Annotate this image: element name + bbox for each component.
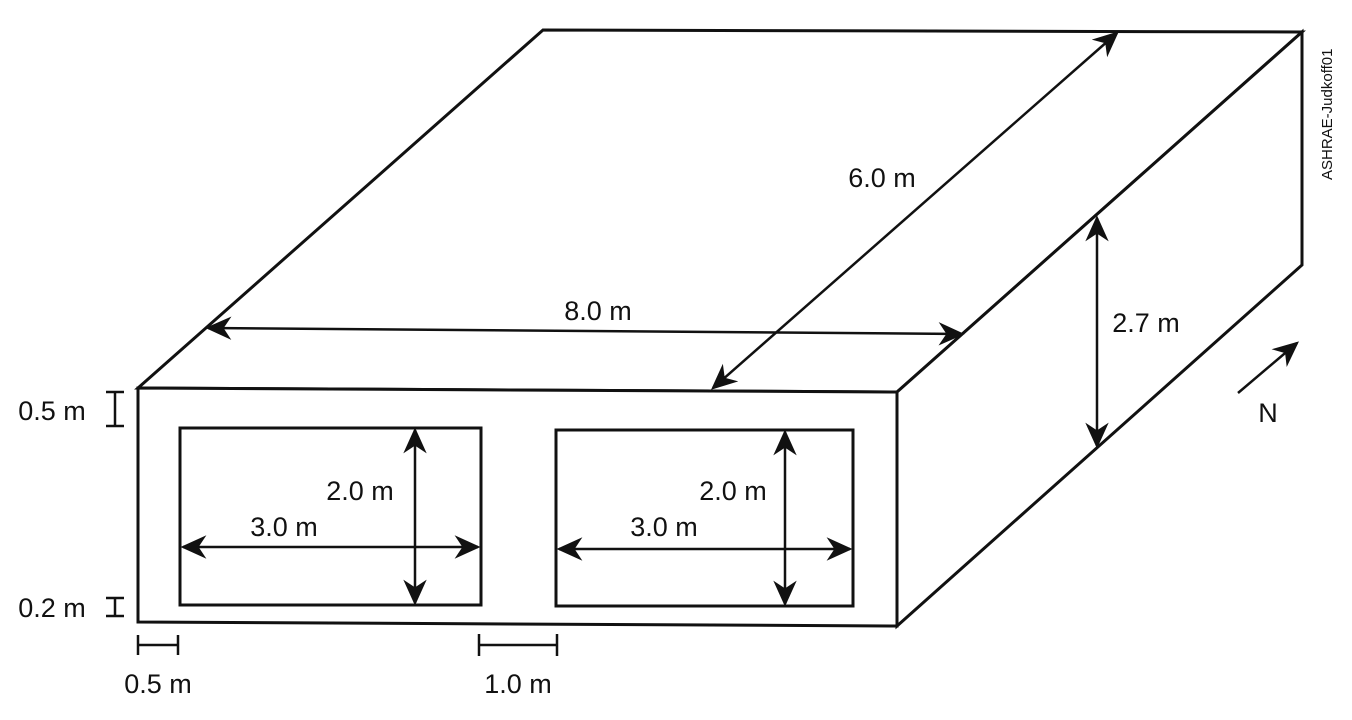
window-right-width-label: 3.0 m (630, 512, 698, 542)
north-label: N (1258, 398, 1278, 428)
depth-label: 6.0 m (848, 163, 916, 193)
sill-height-marker (106, 390, 124, 428)
window-spacing-label: 1.0 m (484, 669, 552, 699)
window-left-width-label: 3.0 m (250, 512, 318, 542)
head-gap-marker (106, 596, 124, 618)
depth-dimension-line (711, 31, 1119, 390)
figure-credit: ASHRAE-Judkoff01 (1319, 49, 1336, 180)
side-offset-marker (136, 635, 180, 655)
head-gap-label: 0.2 m (18, 593, 86, 623)
window-right-height-label: 2.0 m (699, 476, 767, 506)
window-left-height-label: 2.0 m (326, 476, 394, 506)
window-right (554, 428, 855, 608)
height-label: 2.7 m (1112, 308, 1180, 338)
front-face (136, 386, 899, 628)
side-offset-label: 0.5 m (124, 669, 192, 699)
window-left (178, 426, 483, 607)
window-spacing-marker (477, 634, 559, 656)
north-arrow-icon (1237, 341, 1299, 394)
length-label: 8.0 m (564, 296, 632, 326)
sill-height-label: 0.5 m (18, 396, 86, 426)
